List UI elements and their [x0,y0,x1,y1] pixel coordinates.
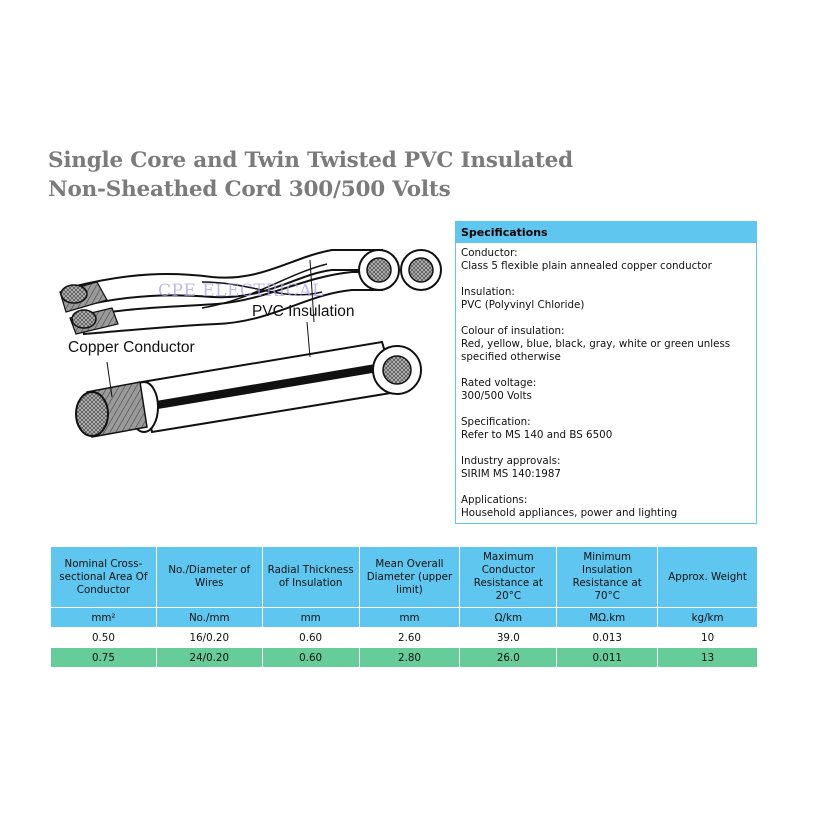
table-row: 0.50 16/0.20 0.60 2.60 39.0 0.013 10 [50,627,758,648]
spec-colour: Colour of insulation: Red, yellow, blue,… [461,325,751,364]
table-cell: 0.013 [556,627,659,648]
label-copper-conductor: Copper Conductor [68,339,195,356]
table-cell: 2.60 [358,627,461,648]
spec-label: Specification: [461,416,531,428]
header-weight: Approx. Weight [657,546,758,608]
spec-value: Household appliances, power and lighting [461,507,678,519]
spec-label: Conductor: [461,247,518,259]
table-cell: 24/0.20 [155,647,263,668]
title-line-2: Non-Sheathed Cord 300/500 Volts [48,177,451,202]
header-wires: No./Diameter of Wires [155,546,263,608]
cable-data-table: Nominal Cross-sectional Area Of Conducto… [50,546,758,668]
spec-value: SIRIM MS 140:1987 [461,468,561,480]
table-cell: 0.50 [50,627,157,648]
unit-cell: Ω/km [459,607,558,628]
page-title: Single Core and Twin Twisted PVC Insulat… [48,146,668,204]
spec-rated-voltage: Rated voltage: 300/500 Volts [461,377,751,403]
header-conductor-resistance: Maximum Conductor Resistance at 20°C [459,546,558,608]
spec-label: Colour of insulation: [461,325,565,337]
spec-specification: Specification: Refer to MS 140 and BS 65… [461,416,751,442]
table-cell: 2.80 [358,647,461,668]
table-units-row: mm² No./mm mm mm Ω/km MΩ.km kg/km [50,607,758,628]
table-cell: 0.60 [261,627,360,648]
table-cell: 0.75 [50,647,157,668]
cable-illustration [52,222,450,454]
table-header-row: Nominal Cross-sectional Area Of Conducto… [50,546,758,608]
spec-applications: Applications: Household appliances, powe… [461,494,751,520]
header-overall-diameter: Mean Overall Diameter (upper limit) [358,546,461,608]
spec-label: Industry approvals: [461,455,561,467]
header-cross-section: Nominal Cross-sectional Area Of Conducto… [50,546,157,608]
table-cell: 16/0.20 [155,627,263,648]
spec-value: 300/500 Volts [461,390,532,402]
unit-cell: No./mm [155,607,263,628]
watermark: CPE ELECTRICAL [158,281,324,301]
unit-cell: mm² [50,607,157,628]
header-radial-thickness: Radial Thickness of Insulation [261,546,360,608]
spec-value: Class 5 flexible plain annealed copper c… [461,260,712,272]
table-cell: 0.011 [556,647,659,668]
spec-value: Refer to MS 140 and BS 6500 [461,429,613,441]
table-cell: 39.0 [459,627,558,648]
spec-label: Rated voltage: [461,377,537,389]
unit-cell: mm [358,607,461,628]
spec-label: Insulation: [461,286,515,298]
unit-cell: kg/km [657,607,758,628]
spec-value: Red, yellow, blue, black, gray, white or… [461,338,731,363]
spec-value: PVC (Polyvinyl Chloride) [461,299,585,311]
specifications-heading: Specifications [456,222,756,243]
spec-approvals: Industry approvals: SIRIM MS 140:1987 [461,455,751,481]
table-row: 0.75 24/0.20 0.60 2.80 26.0 0.011 13 [50,647,758,668]
header-insulation-resistance: Minimum Insulation Resistance at 70°C [556,546,659,608]
unit-cell: mm [261,607,360,628]
table-cell: 13 [657,647,758,668]
label-pvc-insulation: PVC Insulation [252,303,355,320]
spec-conductor: Conductor: Class 5 flexible plain anneal… [461,247,751,273]
twin-twisted-cord [59,249,442,336]
table-cell: 0.60 [261,647,360,668]
table-cell: 26.0 [459,647,558,668]
specifications-panel: Specifications Conductor: Class 5 flexib… [455,221,757,524]
single-core-cable [75,321,422,438]
table-cell: 10 [657,627,758,648]
spec-label: Applications: [461,494,528,506]
title-line-1: Single Core and Twin Twisted PVC Insulat… [48,148,573,173]
unit-cell: MΩ.km [556,607,659,628]
spec-insulation: Insulation: PVC (Polyvinyl Chloride) [461,286,751,312]
